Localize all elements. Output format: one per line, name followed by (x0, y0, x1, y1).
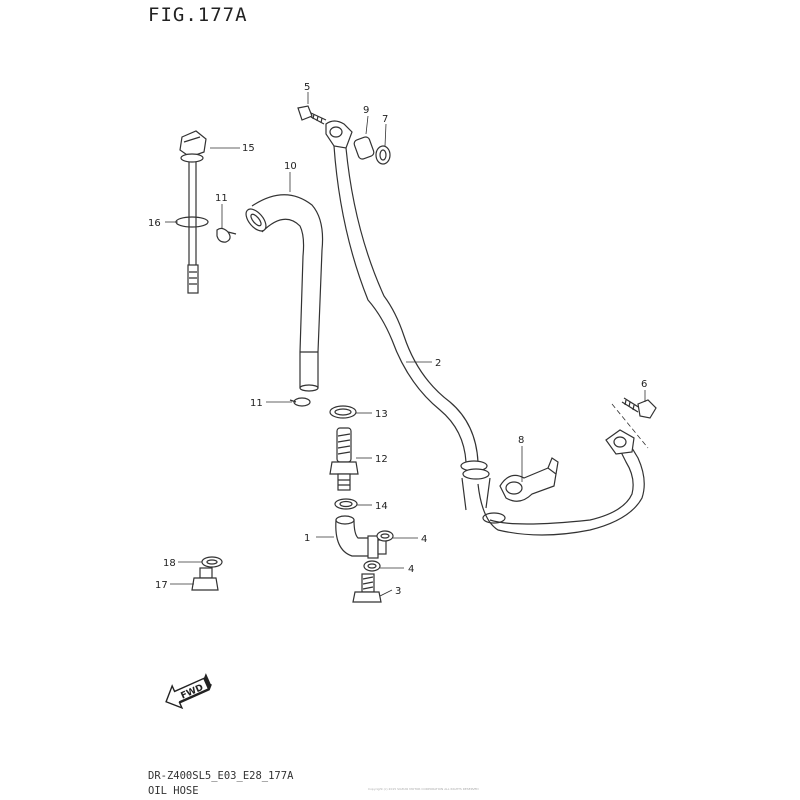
callout-10: 10 (284, 161, 297, 172)
dipstick-cap[interactable] (179, 130, 207, 163)
callout-15: 15 (242, 143, 255, 154)
hose-clamp-lower[interactable] (289, 397, 311, 407)
dipstick-rod[interactable] (187, 162, 199, 294)
washer-upper[interactable] (376, 530, 394, 542)
main-oil-hose[interactable] (325, 120, 645, 536)
callout-17: 17 (155, 580, 168, 591)
callout-18: 18 (163, 558, 176, 569)
fine-print: Copyright (c) 2015 SUZUKI MOTOR CORPORAT… (368, 787, 479, 791)
callout-7: 7 (382, 114, 388, 125)
leader-lines (165, 92, 646, 597)
gasket[interactable] (329, 405, 357, 419)
washer-lower[interactable] (363, 560, 381, 572)
callout-2: 2 (435, 358, 441, 369)
drain-plug[interactable] (191, 567, 219, 591)
callout-3: 3 (395, 586, 401, 597)
callout-1: 1 (304, 533, 310, 544)
hose-clamp-upper[interactable] (216, 227, 237, 243)
callout-11-lower: 11 (250, 398, 263, 409)
hose-bracket[interactable] (499, 457, 559, 502)
model-code: DR-Z400SL5_E03_E28_177A (148, 770, 294, 782)
callout-9: 9 (363, 105, 369, 116)
o-ring-7[interactable] (375, 145, 391, 165)
callout-4-upper: 4 (421, 534, 427, 545)
forward-arrow-icon: FWD (165, 673, 212, 710)
hose-clamp-14[interactable] (334, 498, 358, 510)
oil-hose-elbow[interactable] (335, 515, 387, 559)
callout-8: 8 (518, 435, 524, 446)
union-bolt[interactable] (352, 573, 382, 603)
section-name: OIL HOSE (148, 785, 199, 797)
callout-4-lower: 4 (408, 564, 414, 575)
callout-16: 16 (148, 218, 161, 229)
figure-title: FIG.177A (148, 4, 248, 26)
bolt-6[interactable] (611, 397, 657, 449)
callout-13: 13 (375, 409, 388, 420)
breather-hose[interactable] (242, 194, 324, 392)
bolt-5[interactable] (297, 105, 327, 125)
fwd-label: FWD (179, 683, 205, 702)
callout-12: 12 (375, 454, 388, 465)
dipstick-o-ring[interactable] (175, 216, 209, 228)
union-fitting[interactable] (329, 427, 359, 491)
drain-gasket[interactable] (201, 556, 223, 568)
callout-11-upper: 11 (215, 193, 228, 204)
hose-cap-9[interactable] (353, 136, 375, 160)
callout-14: 14 (375, 501, 388, 512)
callout-5: 5 (304, 82, 310, 93)
callout-6: 6 (641, 379, 647, 390)
